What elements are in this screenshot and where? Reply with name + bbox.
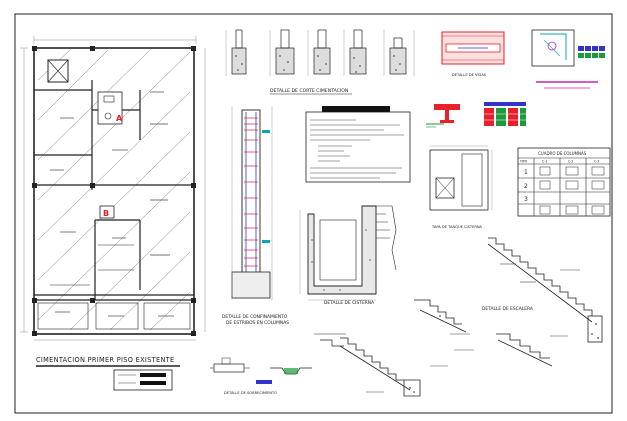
col-table-r3: 3 [524,196,528,203]
plan-columns [32,46,196,336]
steel-schedule [484,102,526,126]
foundation-sections [225,29,415,76]
col-table-h3: C-3 [594,160,599,164]
stair-hatch-dots [409,315,599,393]
stair-section-2 [339,299,553,397]
legend-box [113,369,173,391]
beam-detail [441,31,505,65]
plan-section-mark-a: A [116,114,123,123]
sobrecimiento-detail [210,357,250,373]
sobrecimiento-detail-2 [256,367,312,384]
label-cuadro-columnas: CUADRO DE COLUMNAS [538,151,587,156]
small-stair-detail [314,333,346,347]
label-cimentacion-corte: DETALLE DE CORTE CIMENTACION [270,88,348,94]
sheet-border [14,13,613,414]
label-sobrecimiento: DETALLE DE SOBRECIMIENTO [224,391,277,395]
plan-footings [37,244,191,330]
connection-detail [426,104,460,128]
plan-section-mark-b: B [103,209,109,218]
stair-label-marks [366,263,580,393]
col-table-h1: C-1 [542,160,547,164]
tank-lid [429,145,493,211]
label-confinamiento: DETALLE DE CONFINAMIENTO [222,314,288,320]
section-dim-lines [225,30,415,76]
plan-dimension-lines [20,36,206,341]
col-table-r2: 2 [524,183,528,190]
plan-room-label-marks [50,91,174,317]
stair-section-1 [487,237,603,343]
label-escalera: DETALLE DE ESCALERA [482,306,533,312]
general-notes [305,106,411,183]
label-vigas: DETALLE DE VIGAS [452,73,487,77]
column-corner-legend [578,46,605,58]
col-table-h0: TIPO [519,160,528,164]
column-schedule: CUADRO DE COLUMNAS TIPO C-1 C-2 C-3 1 2 … [517,147,611,217]
confinement-detail [231,106,273,300]
floor-plan: A B [20,36,206,341]
col-table-r1: 1 [524,169,528,176]
cistern-section [299,205,397,301]
label-cisterna: DETALLE DE CISTERNA [324,300,374,306]
col-table-h2: C-2 [568,160,573,164]
plan-outline [33,47,195,335]
plan-title: CIMENTACION PRIMER PISO EXISTENTE [36,356,174,364]
label-confinamiento-sub: DE ESTRIBOS EN COLUMNAS [226,320,289,326]
column-corner-detail [531,29,575,67]
label-tapa-tanque: TAPA DE TANQUE CISTERNA [431,225,483,229]
section-aggregate-dots [235,55,401,73]
